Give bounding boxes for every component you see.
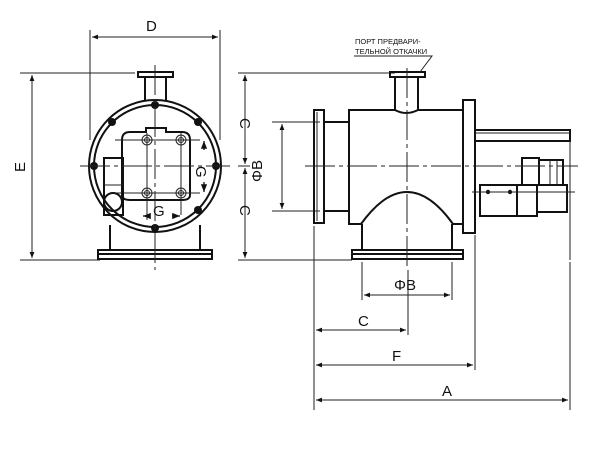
label-phib-horizontal: ΦB bbox=[394, 277, 416, 294]
label-c-horizontal: C bbox=[358, 313, 369, 330]
front-view: G G bbox=[20, 30, 230, 270]
label-phib-vertical: ΦB bbox=[249, 160, 266, 182]
label-d: D bbox=[146, 18, 157, 35]
label-f: F bbox=[392, 348, 401, 365]
label-e: E bbox=[12, 162, 29, 172]
label-a: A bbox=[442, 383, 452, 400]
valve-icon bbox=[103, 192, 123, 212]
label-c-bottom: C bbox=[236, 205, 253, 216]
label-c-top: C bbox=[236, 118, 253, 129]
label-g-vertical: G bbox=[192, 166, 209, 178]
port-note-line1: ПОРТ ПРЕДВАРИ- bbox=[355, 37, 421, 46]
label-g-horizontal: G bbox=[153, 203, 165, 220]
side-view bbox=[272, 55, 578, 270]
port-note-line2: ТЕЛЬНОЙ ОТКАЧКИ bbox=[355, 47, 427, 56]
